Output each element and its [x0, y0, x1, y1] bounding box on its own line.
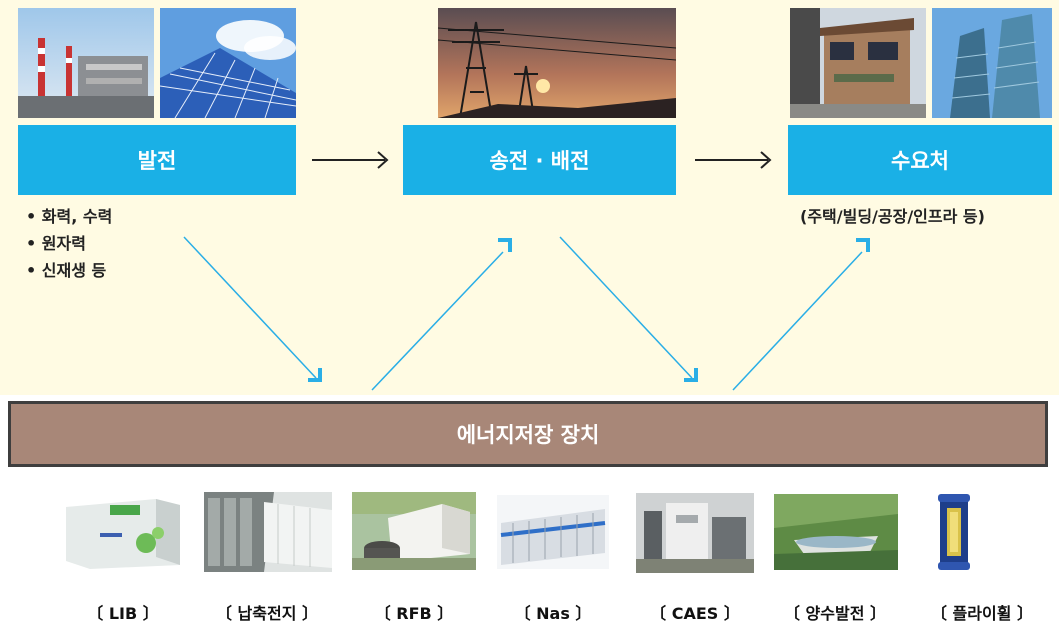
demand-note: (주택/빌딩/공장/인프라 등) [800, 207, 985, 226]
transmission-label: 송전 · 배전 [489, 149, 590, 173]
generation-items: • 화력, 수력 • 원자력 • 신재생 등 [26, 203, 112, 284]
generation-item: • 원자력 [26, 234, 86, 253]
generation-label: 발전 [137, 149, 177, 173]
device-label-caes: 〔 CAES 〕 [650, 604, 740, 623]
lead-acid-battery-image [204, 492, 332, 572]
houses-photo [790, 8, 926, 118]
demand-label: 수요처 [891, 149, 949, 173]
device-label-pumped-hydro: 〔 양수발전 〕 [783, 604, 887, 623]
solar-panel-photo [160, 8, 296, 118]
nas-image [497, 495, 609, 569]
generation-item: • 신재생 등 [26, 261, 107, 280]
generation-box: 발전 [18, 125, 296, 195]
building-photo [932, 8, 1052, 118]
generation-item: • 화력, 수력 [26, 207, 113, 226]
device-label-flywheel: 〔 플라이휠 〕 [930, 604, 1034, 623]
device-label-lib: 〔 LIB 〕 [87, 604, 159, 623]
device-label-rfb: 〔 RFB 〕 [374, 604, 454, 623]
device-label-lead-acid: 〔 납축전지 〕 [215, 604, 319, 623]
device-label-nas: 〔 Nas 〕 [514, 604, 592, 623]
energy-storage-label: 에너지저장 장치 [456, 423, 600, 447]
flywheel-image [934, 490, 974, 574]
transmission-box: 송전 · 배전 [403, 125, 676, 195]
power-plant-photo [18, 8, 154, 118]
caes-image [636, 493, 754, 573]
rfb-image [352, 492, 476, 570]
transmission-tower-photo [438, 8, 676, 118]
demand-box: 수요처 [788, 125, 1052, 195]
lib-image [62, 495, 184, 570]
pumped-hydro-image [774, 494, 898, 570]
energy-storage-bar: 에너지저장 장치 [8, 401, 1048, 467]
